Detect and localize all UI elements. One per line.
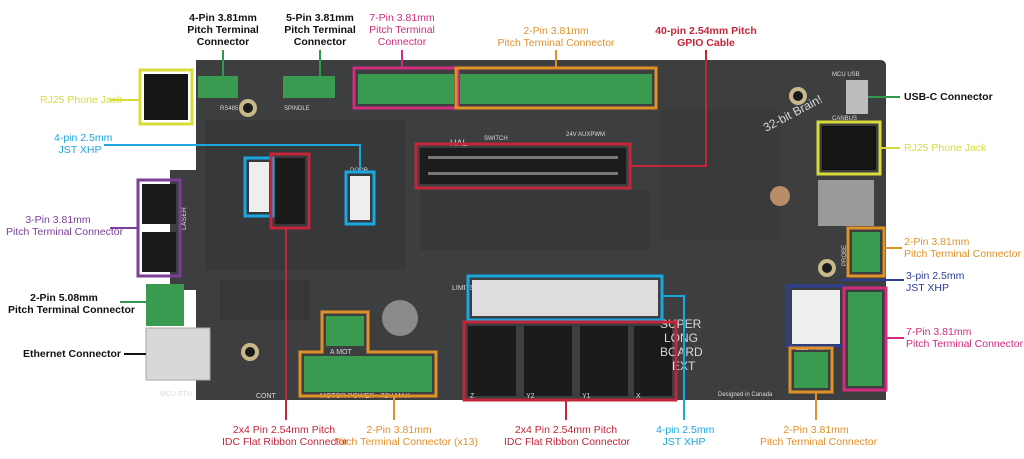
- idc-left: [275, 158, 305, 224]
- silk-probe: PROBE: [842, 245, 848, 266]
- box-probe: [846, 226, 886, 278]
- idc-bottom-row: [468, 326, 672, 396]
- silk-axis-y2: Y2: [526, 393, 535, 400]
- silk-long: LONG: [664, 331, 698, 345]
- silk-limits: LIMITS: [452, 285, 475, 292]
- box-motor-power: [298, 310, 438, 398]
- box-jst-limits: [466, 274, 664, 322]
- laser-jack-bottom: [142, 232, 176, 272]
- label-rj25-left: RJ25 Phone Jack: [40, 94, 123, 106]
- silk-axis-x: X: [636, 393, 641, 400]
- silk-board: BOARD: [660, 345, 703, 359]
- terminal-7pin-top: [358, 74, 454, 104]
- jst-rail: [792, 290, 840, 344]
- silk-a-mot: A MOT: [330, 349, 353, 356]
- silk-switch: SWITCH: [484, 136, 508, 142]
- rj25-right-jack: [822, 126, 876, 170]
- gpio-header: [420, 148, 626, 184]
- box-pin7-top: [352, 66, 460, 110]
- terminal-5pin: [283, 76, 335, 98]
- terminal-2pin-top-row: [460, 74, 652, 104]
- terminal-5mm-left: [146, 284, 184, 326]
- jst-left-a: [249, 162, 269, 212]
- terminal-a-mot: [326, 316, 364, 346]
- silk-aux-pwm: 24V AUXPWM: [566, 132, 605, 138]
- box-led-pwr: [788, 346, 834, 394]
- box-idc-bottom: [462, 320, 678, 402]
- ethernet-jack: [145, 327, 211, 381]
- box-idc-left: [269, 152, 311, 230]
- terminal-7pin-right: [848, 292, 882, 386]
- jst-door: [350, 176, 370, 220]
- silk-axis-z: Z: [470, 393, 475, 400]
- silk-super: SUPER: [660, 317, 702, 331]
- highlight-boxes: [136, 66, 888, 402]
- silk-axis-y1: Y1: [582, 393, 591, 400]
- silk-rs485: RS485: [220, 106, 239, 112]
- label-rj25-right: RJ25 Phone Jack: [904, 142, 987, 154]
- rj25-left-jack: [144, 74, 188, 120]
- box-jst-left: [243, 156, 275, 218]
- terminal-probe: [852, 232, 880, 272]
- silk-designed: Designed in Canada: [718, 392, 773, 398]
- box-rj25-left: [138, 68, 194, 126]
- silk-spindle: SPINDLE: [284, 106, 310, 112]
- silk-cont: CONT: [256, 393, 277, 400]
- jst-limits: [472, 280, 658, 316]
- leader-lines: [104, 50, 904, 420]
- terminal-4pin: [198, 76, 238, 98]
- silk-canbus: CANBUS: [832, 116, 857, 122]
- label-ethernet: Ethernet Connector: [22, 348, 121, 360]
- terminal-motor-power: [304, 356, 432, 392]
- terminal-led-pwr: [794, 352, 828, 388]
- sd-slot: [818, 180, 874, 226]
- label-usbc: USB-C Connector: [904, 91, 993, 103]
- laser-jack-top: [142, 184, 176, 224]
- silk-mcu-usb: MCU USB: [832, 72, 860, 78]
- silk-mcu-eth: MCU ETH: [160, 391, 192, 398]
- gpio-pins: [428, 156, 618, 175]
- silk-laser: LASER: [181, 207, 188, 230]
- mounting-holes: [239, 87, 836, 361]
- usbc-port: [846, 80, 868, 114]
